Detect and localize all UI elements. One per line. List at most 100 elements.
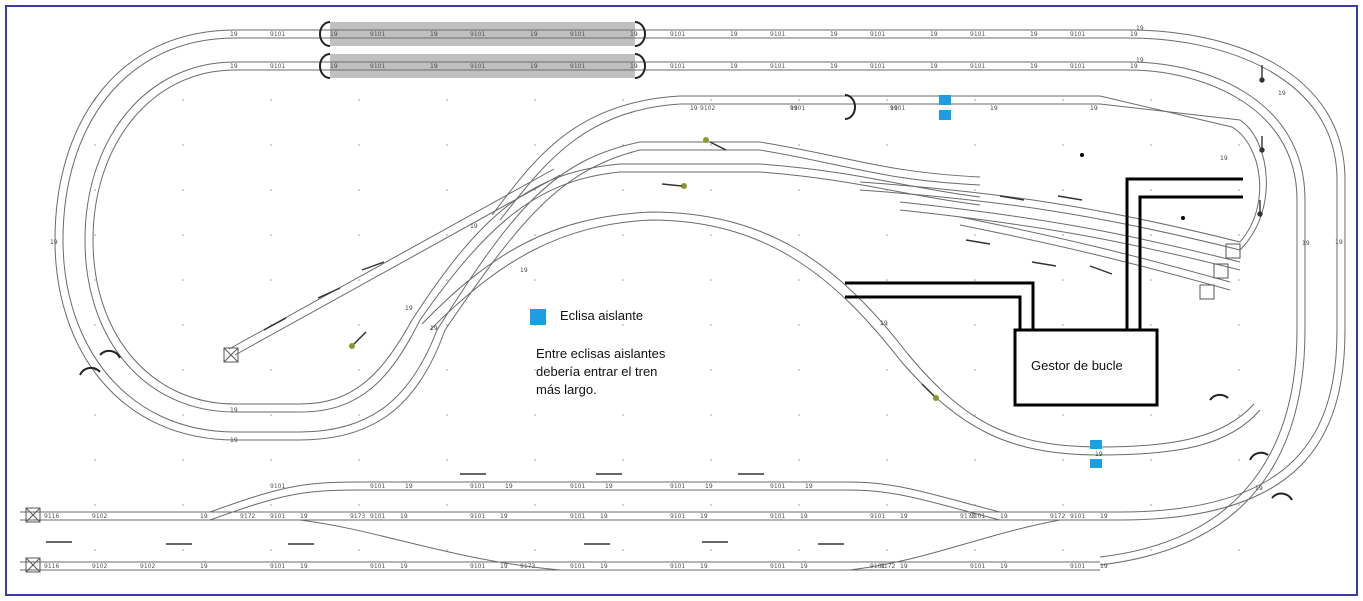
piece-code-label: 9101 — [770, 63, 785, 70]
section-marker-19: 19 — [430, 325, 438, 332]
buffer-stops — [25, 243, 1241, 573]
grid-dot — [270, 459, 272, 461]
section-marker-19: 19 — [1136, 25, 1144, 32]
section-marker-19: 19 — [880, 320, 888, 327]
grid-dot — [886, 414, 888, 416]
grid-dot — [1062, 324, 1064, 326]
grid-dot — [358, 99, 360, 101]
section-marker-19: 19 — [830, 31, 838, 38]
grid-dot — [182, 279, 184, 281]
piece-code-label: 9101 — [870, 63, 885, 70]
wiring-point — [1080, 153, 1084, 157]
grid-dot — [358, 144, 360, 146]
grid-dot — [534, 234, 536, 236]
piece-code-label: 9102 — [700, 105, 715, 112]
section-marker-19: 19 — [600, 563, 608, 570]
grid-dot — [974, 279, 976, 281]
section-marker-19: 19 — [1030, 63, 1038, 70]
section-marker-19: 19 — [1100, 513, 1108, 520]
grid-dot — [358, 504, 360, 506]
section-marker-19: 19 — [400, 513, 408, 520]
piece-code-label: 9101 — [370, 563, 385, 570]
section-marker-19: 19 — [705, 483, 713, 490]
grid-dot — [622, 144, 624, 146]
section-marker-19: 19 — [605, 483, 613, 490]
grid-dot — [798, 504, 800, 506]
piece-code-label: 9101 — [270, 513, 285, 520]
grid-dot — [886, 234, 888, 236]
grid-dot — [182, 234, 184, 236]
piece-code-label: 9172 — [240, 513, 255, 520]
grid-dot — [1238, 279, 1240, 281]
section-marker-19: 19 — [1000, 563, 1008, 570]
section-marker-19: 19 — [520, 267, 528, 274]
piece-code-label: 9101 — [270, 63, 285, 70]
section-marker-19: 19 — [1100, 563, 1108, 570]
section-marker-19: 19 — [530, 31, 538, 38]
piece-code-label: 9101 — [370, 63, 385, 70]
piece-code-label: 9101 — [870, 513, 885, 520]
loop-manager-wiring — [845, 177, 1243, 330]
outer-loop-track — [235, 29, 1346, 521]
grid-dot — [270, 549, 272, 551]
grid-dot — [710, 549, 712, 551]
section-marker-19: 19 — [700, 513, 708, 520]
piece-code-label: 9102 — [92, 513, 107, 520]
piece-code-label: 9101 — [470, 513, 485, 520]
section-marker-19: 19 — [300, 513, 308, 520]
section-marker-19: 19 — [500, 513, 508, 520]
section-marker-19: 19 — [400, 563, 408, 570]
grid-dot — [1062, 144, 1064, 146]
grid-dot — [270, 234, 272, 236]
section-marker-19: 19 — [1335, 239, 1343, 246]
grid-dot — [798, 459, 800, 461]
grid-dot — [182, 144, 184, 146]
loop-manager-box — [1013, 328, 1159, 407]
section-marker-19: 19 — [50, 239, 58, 246]
grid-dot — [182, 99, 184, 101]
piece-code-label: 9101 — [970, 31, 985, 38]
section-marker-19: 19 — [330, 63, 338, 70]
piece-code-label: 9101 — [670, 563, 685, 570]
grid-dot — [974, 459, 976, 461]
section-marker-19: 19 — [900, 563, 908, 570]
grid-dot — [1238, 234, 1240, 236]
grid-dot — [710, 234, 712, 236]
left-siding-track — [234, 174, 561, 356]
section-markers: 19 19 19 19 19 19 19 19 19 19 19 19 19 19 19 19 19 19 19 19… — [50, 25, 1343, 570]
section-marker-19: 19 — [800, 513, 808, 520]
grid-dot — [1150, 459, 1152, 461]
section-marker-19: 19 — [230, 31, 238, 38]
grid-dot — [886, 549, 888, 551]
isolator-joint — [939, 95, 951, 105]
grid-dot — [622, 234, 624, 236]
grid-dot — [1238, 324, 1240, 326]
lamp-signals — [349, 137, 939, 401]
piece-code-label: 9173 — [960, 513, 975, 520]
grid-dot — [270, 414, 272, 416]
piece-code-label: 9173 — [350, 513, 365, 520]
grid-dot — [446, 504, 448, 506]
grid-dot — [798, 144, 800, 146]
section-marker-19: 19 — [330, 31, 338, 38]
piece-code-label: 9101 — [770, 563, 785, 570]
grid-dot — [1062, 234, 1064, 236]
grid-dot — [974, 414, 976, 416]
grid-dot — [1062, 549, 1064, 551]
piece-code-label: 9116 — [44, 513, 59, 520]
grid-dot — [1150, 549, 1152, 551]
grid-dot — [182, 459, 184, 461]
section-marker-19: 19 — [930, 63, 938, 70]
grid-dot — [1150, 144, 1152, 146]
piece-code-label: 9101 — [970, 563, 985, 570]
grid-dot — [94, 459, 96, 461]
grid-dot — [886, 144, 888, 146]
section-marker-19: 19 — [1255, 485, 1263, 492]
station-platform-lower — [330, 54, 635, 78]
buffer-stop — [1199, 284, 1215, 300]
grid-dot — [94, 189, 96, 191]
grid-dot — [886, 369, 888, 371]
grid-dot — [886, 504, 888, 506]
section-marker-19: 19 — [430, 31, 438, 38]
grid-dot — [1062, 99, 1064, 101]
